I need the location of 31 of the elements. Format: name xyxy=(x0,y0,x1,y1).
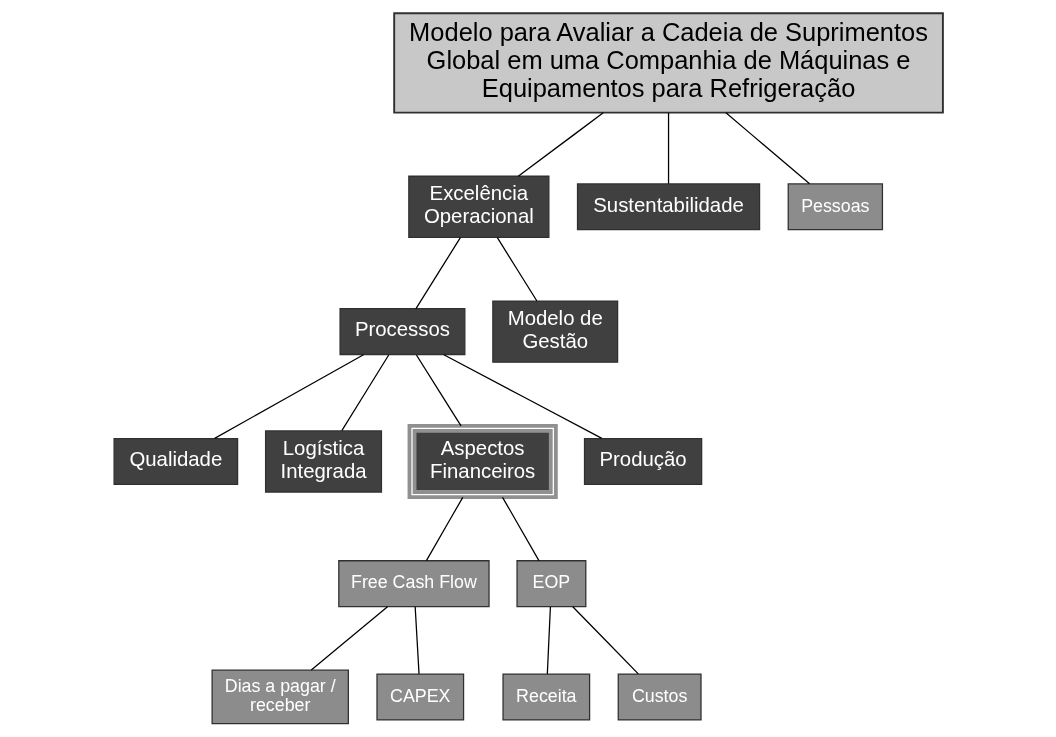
node-box: Qualidade xyxy=(112,437,238,485)
connector xyxy=(546,606,551,675)
connector xyxy=(340,354,389,432)
connector xyxy=(724,112,810,185)
connector xyxy=(414,606,420,675)
node-box: Aspectos Financeiros xyxy=(407,423,558,499)
connector xyxy=(442,354,602,439)
node-box: Produção xyxy=(583,437,702,485)
node-box: Logística Integrada xyxy=(264,430,382,493)
node-box: CAPEX xyxy=(375,673,464,721)
node-box: Excelência Operacional xyxy=(407,175,549,238)
node-box: Modelo de Gestão xyxy=(491,300,618,363)
connector xyxy=(414,237,461,310)
node-box: Receita xyxy=(501,673,590,721)
node-box: Dias a pagar / receber xyxy=(211,669,349,725)
node-box: EOP xyxy=(515,560,586,608)
connector xyxy=(415,354,462,427)
connector xyxy=(667,112,669,185)
connector xyxy=(571,606,639,675)
node-box: Modelo para Avaliar a Cadeia de Suprimentos Global em uma Companhia de Máquinas e Equipamentos para Refrigeração xyxy=(392,12,944,114)
node-box: Custos xyxy=(617,673,702,721)
node-box: Pessoas xyxy=(787,183,883,231)
connector xyxy=(213,354,364,439)
connector xyxy=(517,112,604,177)
connector xyxy=(496,237,538,302)
node-box: Free Cash Flow xyxy=(337,560,490,608)
connector xyxy=(501,496,540,562)
node-box: Processos xyxy=(338,308,465,356)
node-box: Sustentabilidade xyxy=(576,183,760,231)
connector xyxy=(425,496,463,562)
connector xyxy=(310,606,388,671)
